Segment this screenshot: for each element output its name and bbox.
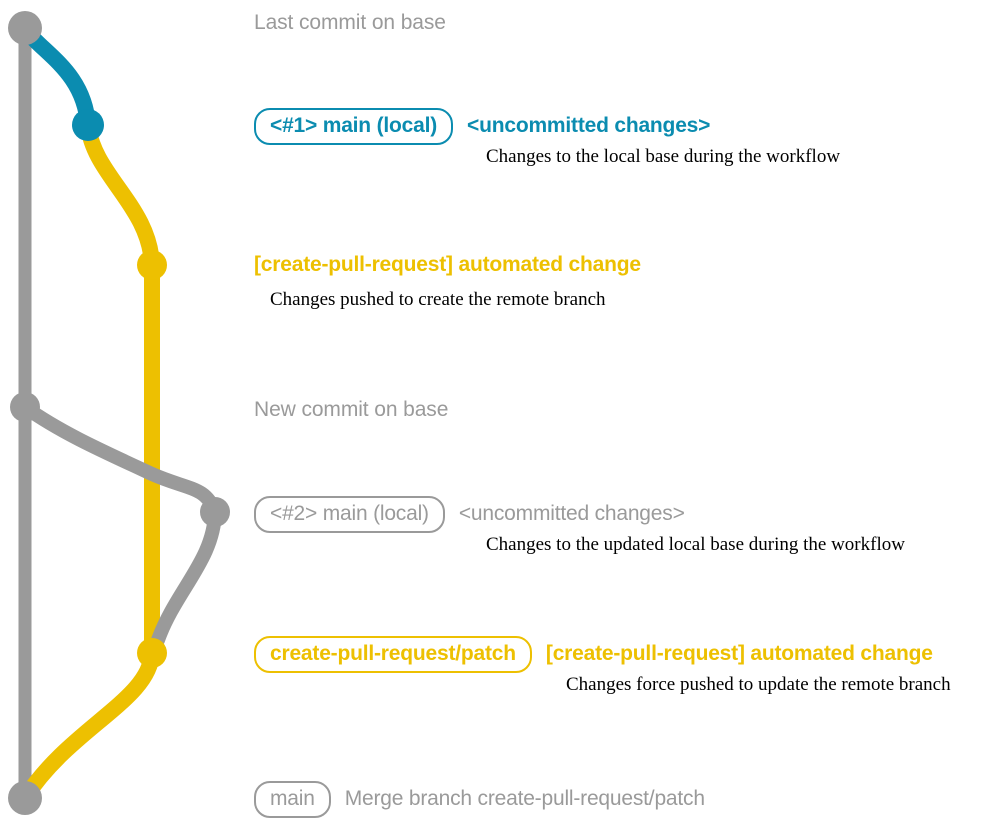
commit-subject: [create-pull-request] automated change (254, 253, 641, 276)
edge-local1-to-remote1 (80, 117, 160, 273)
commit-row-remote-1: [create-pull-request] automated change (254, 254, 641, 276)
branch-tag-main-local-2[interactable]: <#2> main (local) (254, 496, 445, 533)
commit-node-base-1[interactable] (8, 11, 42, 45)
branch-tag-main-local-1[interactable]: <#1> main (local) (254, 108, 454, 145)
commit-row-local-1: <#1> main (local) <uncommitted changes> (254, 108, 710, 145)
commit-row-local-2: <#2> main (local) <uncommitted changes> (254, 496, 685, 533)
edge-local2-to-remote2 (151, 505, 222, 647)
commit-node-base-3[interactable] (8, 781, 42, 815)
commit-subject: [create-pull-request] automated change (545, 642, 933, 665)
commit-row-new-commit: New commit on base (254, 398, 448, 422)
commit-node-local-2[interactable] (200, 497, 230, 527)
commit-node-remote-1[interactable] (137, 250, 167, 280)
commit-node-remote-2[interactable] (137, 638, 167, 668)
commit-row-last-commit: Last commit on base (254, 11, 446, 35)
commit-subject: Merge branch create-pull-request/patch (344, 787, 705, 810)
commit-node-local-1[interactable] (72, 109, 104, 141)
edge-remote2-to-base3 (17, 645, 160, 806)
commit-node-base-2[interactable] (10, 392, 40, 422)
commit-subject: Last commit on base (254, 11, 446, 34)
commit-description-local-1: Changes to the local base during the wor… (486, 146, 841, 167)
commit-row-remote-2: create-pull-request/patch [create-pull-r… (254, 636, 933, 673)
branch-tag-create-pull-request-patch[interactable]: create-pull-request/patch (254, 636, 532, 673)
commit-subject: <uncommitted changes> (458, 502, 685, 525)
commit-row-merge: main Merge branch create-pull-request/pa… (254, 781, 705, 818)
commit-description-local-2: Changes to the updated local base during… (486, 534, 905, 555)
branch-tag-main[interactable]: main (254, 781, 331, 818)
commit-subject: New commit on base (254, 398, 449, 421)
commit-description-remote-1: Changes pushed to create the remote bran… (270, 289, 606, 310)
edge-base1-to-local1 (17, 20, 96, 133)
commit-subject: <uncommitted changes> (467, 114, 711, 137)
edge-base2-to-local2 (18, 400, 222, 519)
commit-description-remote-2: Changes force pushed to update the remot… (566, 674, 951, 695)
